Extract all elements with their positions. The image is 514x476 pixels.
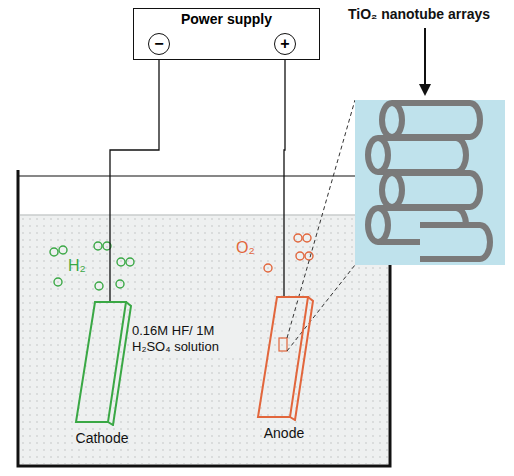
zoom-line — [287, 100, 355, 338]
pointer-arrow — [424, 28, 426, 86]
beaker-wall — [18, 170, 390, 466]
cathode-plate — [70, 300, 134, 426]
plate-face — [258, 297, 308, 417]
electrode-label: Cathode — [70, 430, 134, 446]
wire — [110, 55, 159, 303]
anode-plate — [252, 295, 316, 421]
electrolyte-label: 0.16M HF/ 1M H₂SO₄ solution — [130, 322, 246, 357]
inset-panel — [355, 100, 505, 265]
terminal-symbol: + — [274, 33, 296, 55]
wire — [284, 55, 285, 298]
terminal-symbol: − — [148, 33, 170, 55]
plate-face — [76, 302, 126, 422]
electrolyte-texture — [20, 215, 388, 464]
hydrogen-bubbles — [50, 242, 134, 290]
electrode-label: Anode — [252, 425, 316, 441]
power-supply-box: Power supply − + — [133, 8, 320, 60]
gas-label: H₂ — [68, 256, 86, 276]
box-title: Power supply — [134, 9, 319, 27]
oxygen-bubbles — [264, 234, 313, 272]
terminal-sign: − — [154, 36, 163, 52]
beaker-rim — [18, 175, 390, 176]
liquid-surface — [20, 214, 388, 216]
zoom-line — [287, 265, 355, 351]
inset-title: TiO₂ nanotube arrays — [326, 6, 512, 24]
electrolyte-liquid — [20, 215, 388, 464]
electrode: Anode — [252, 295, 316, 441]
pointer-arrowhead — [419, 84, 431, 96]
gas-label: O₂ — [236, 238, 255, 258]
inset-marker — [279, 338, 287, 351]
terminal-sign: + — [280, 36, 289, 52]
plate-edge — [290, 297, 313, 420]
plate-edge — [108, 302, 131, 425]
electrode: Cathode — [70, 300, 134, 446]
nanotube-array — [368, 103, 490, 259]
